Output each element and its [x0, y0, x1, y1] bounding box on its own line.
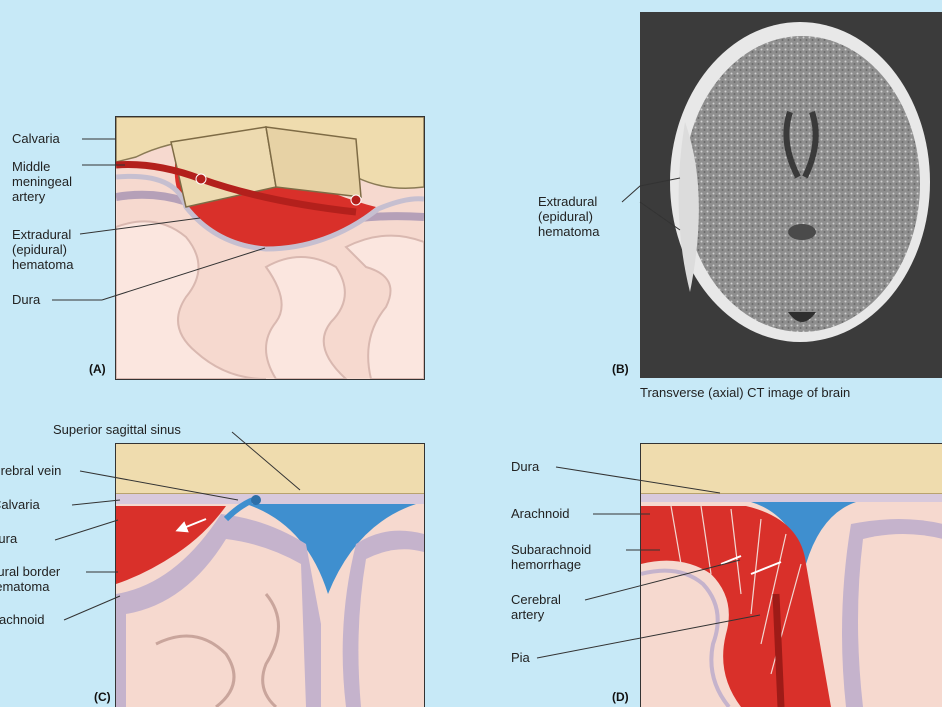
- label-dura-a: Dura: [12, 292, 40, 307]
- panel-d-illustration: [640, 443, 942, 707]
- label-calvaria-a: Calvaria: [12, 131, 60, 146]
- label-subarachnoid-hemorrhage: Subarachnoid hemorrhage: [511, 542, 591, 572]
- panel-c-letter: (C): [94, 690, 111, 704]
- panel-c-illustration: [115, 443, 425, 707]
- label-dura-c: Dura: [0, 531, 17, 546]
- label-arachnoid-c: Arachnoid: [0, 612, 45, 627]
- label-dura-d: Dura: [511, 459, 539, 474]
- label-middle-meningeal-artery: Middle meningeal artery: [12, 159, 72, 204]
- ct-scan-image: [640, 12, 942, 378]
- label-dural-border-hematoma: Dural border hematoma: [0, 564, 60, 594]
- panel-a-letter: (A): [89, 362, 106, 376]
- label-superior-sagittal-sinus: Superior sagittal sinus: [53, 422, 181, 437]
- label-pia: Pia: [511, 650, 530, 665]
- label-cerebral-artery: Cerebral artery: [511, 592, 561, 622]
- label-extradural-hematoma-a: Extradural (epidural) hematoma: [12, 227, 73, 272]
- panel-b-letter: (B): [612, 362, 629, 376]
- label-arachnoid-d: Arachnoid: [511, 506, 570, 521]
- panel-a-illustration: [115, 116, 425, 380]
- label-extradural-hematoma-b: Extradural (epidural) hematoma: [538, 194, 599, 239]
- ct-caption: Transverse (axial) CT image of brain: [640, 385, 850, 400]
- label-calvaria-c: Calvaria: [0, 497, 40, 512]
- panel-d-letter: (D): [612, 690, 629, 704]
- label-cerebral-vein: Cerebral vein: [0, 463, 61, 478]
